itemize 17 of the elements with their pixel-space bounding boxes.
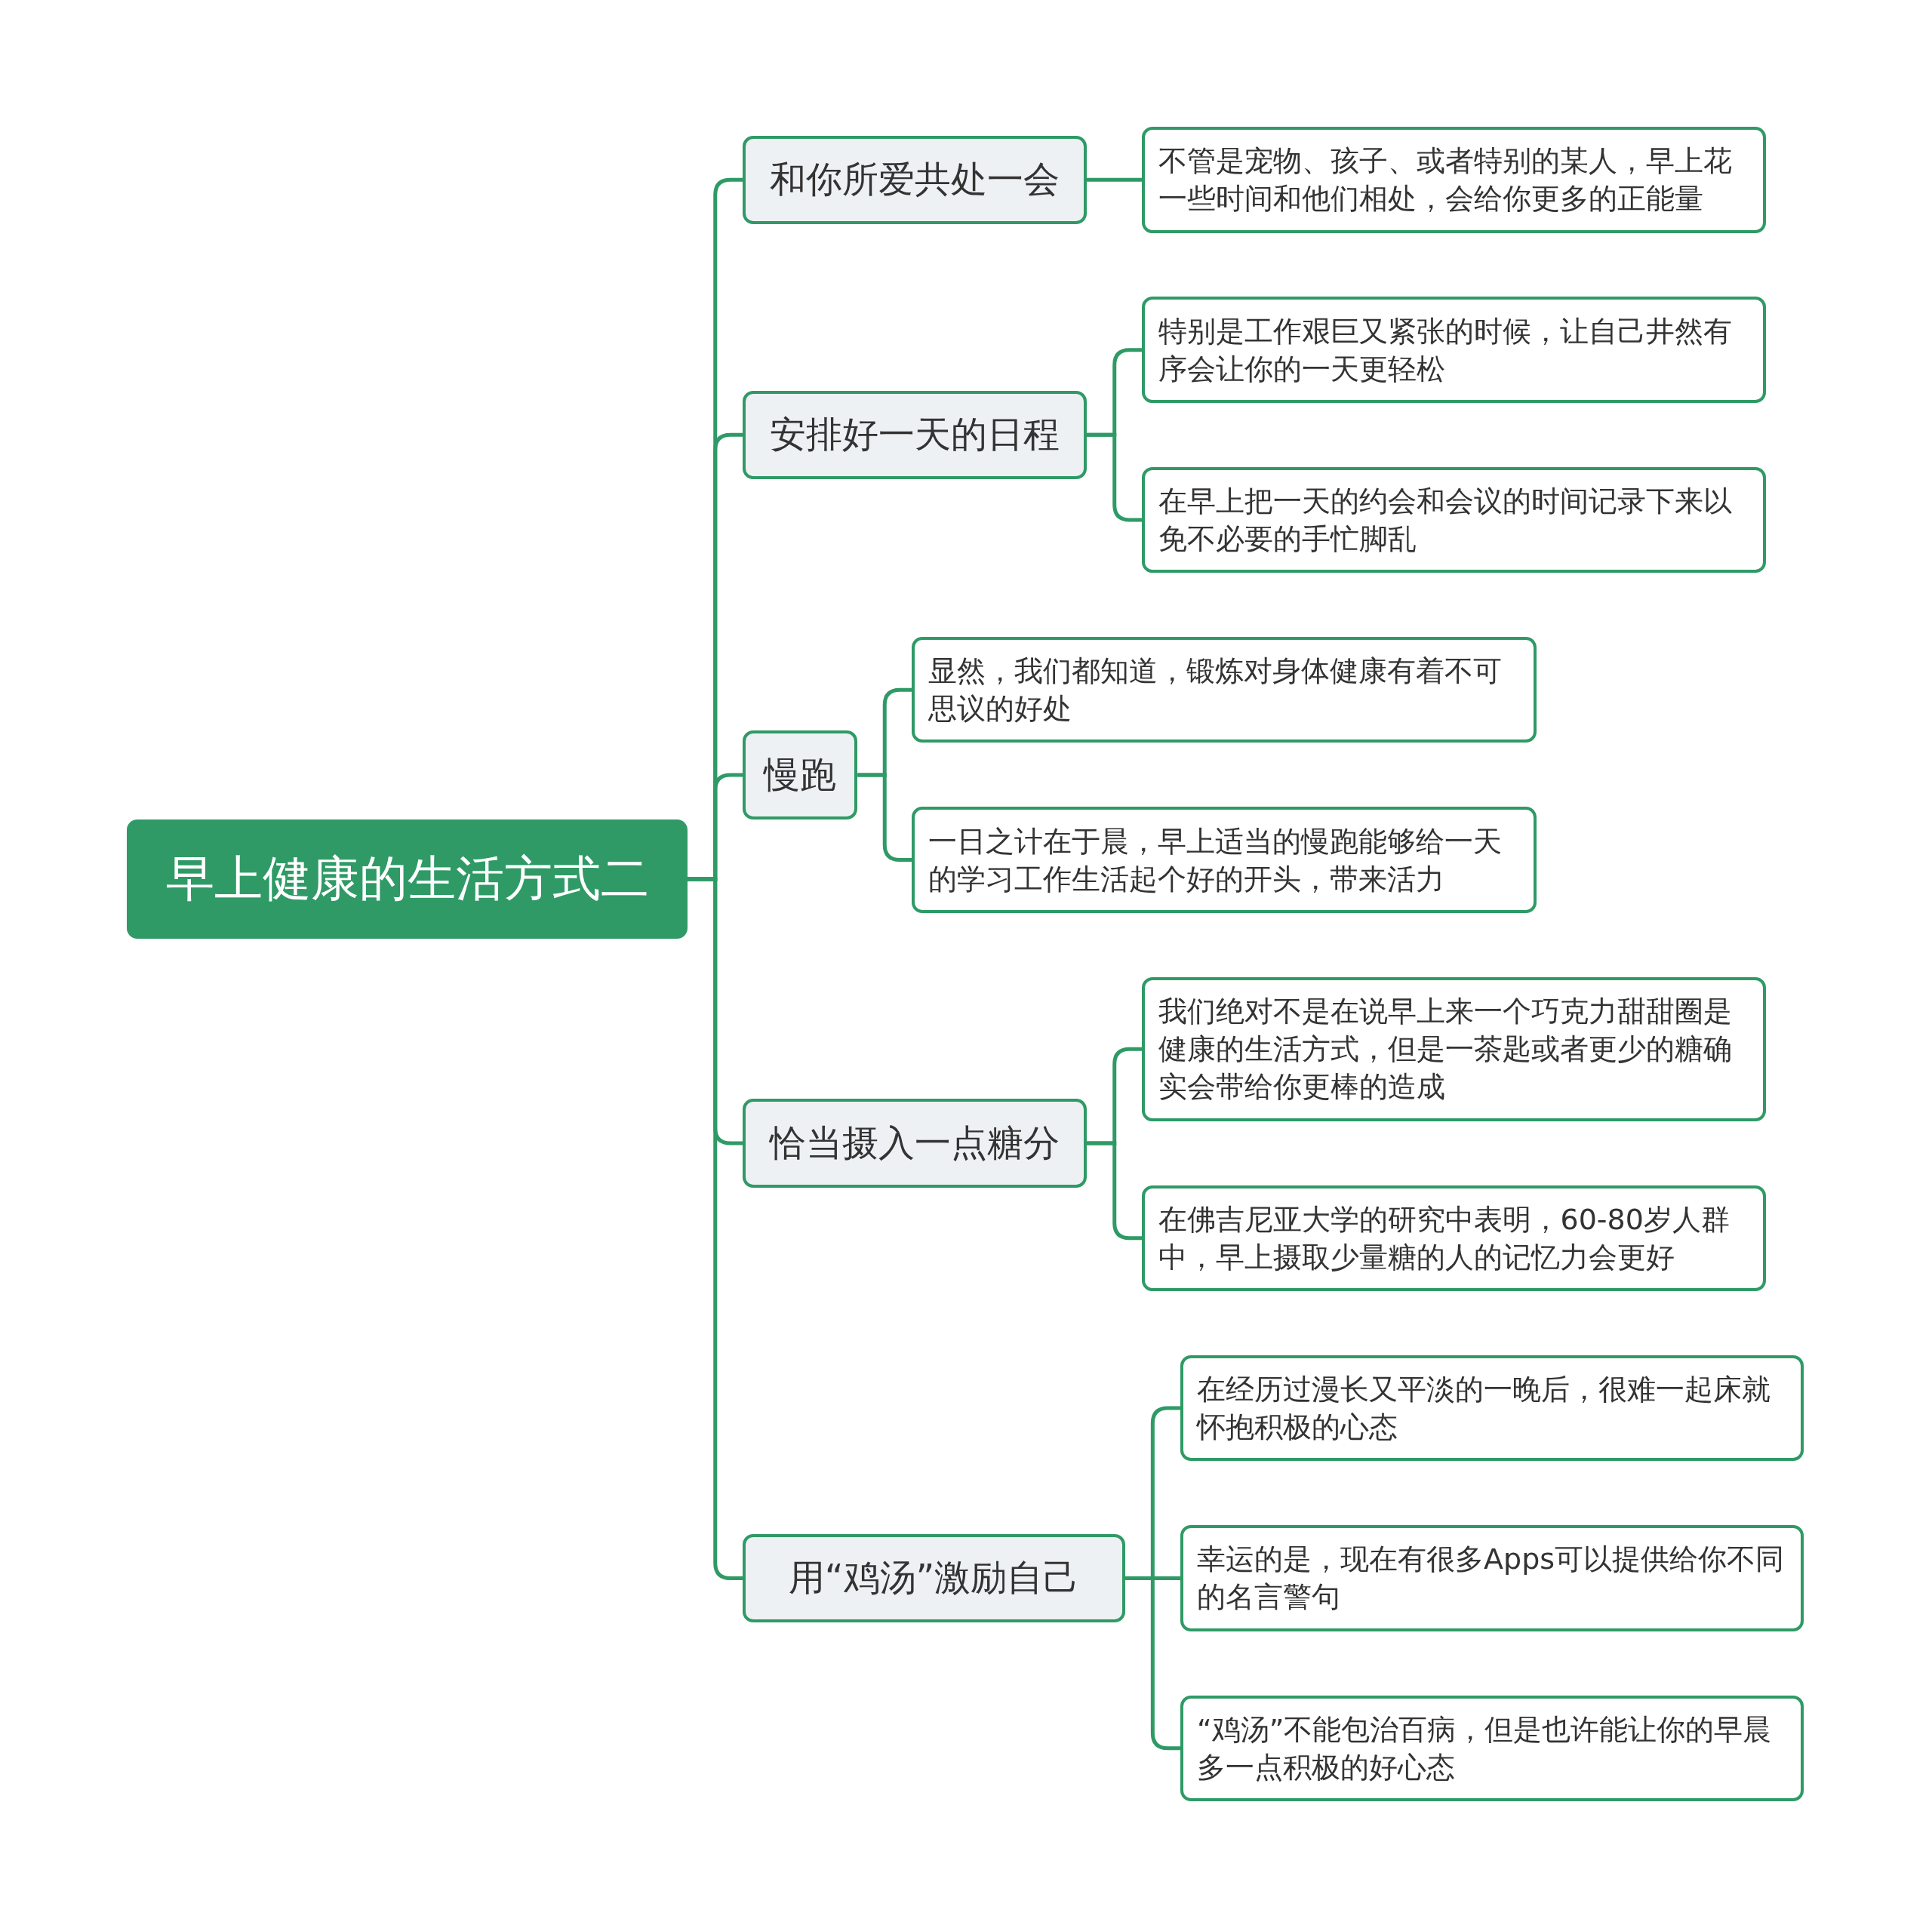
note-box: “鸡汤”不能包治百病，但是也许能让你的早晨多一点积极的好心态 [1180,1695,1804,1801]
topic-box: 和你所爱共处一会 [743,135,1087,225]
note-box: 在经历过漫长又平淡的一晚后，很难一起床就怀抱积极的心态 [1180,1355,1804,1462]
note-box: 在佛吉尼亚大学的研究中表明，60-80岁人群中，早上摄取少量糖的人的记忆力会更好 [1142,1185,1766,1291]
note-box: 不管是宠物、孩子、或者特别的某人，早上花一些时间和他们相处，会给你更多的正能量 [1142,127,1766,233]
topic-box: 慢跑 [743,730,858,819]
connector-line [1087,177,1143,182]
note-box: 幸运的是，现在有很多Apps可以提供给你不同的名言警句 [1180,1525,1804,1631]
central-topic-box: 早上健康的生活方式二 [127,819,688,939]
note-box: 特别是工作艰巨又紧张的时候，让自己井然有序会让你的一天更轻松 [1142,297,1766,403]
note-box: 我们绝对不是在说早上来一个巧克力甜甜圈是健康的生活方式，但是一茶匙或者更少的糖确实会带给你更棒的造成 [1142,976,1766,1121]
note-box: 显然，我们都知道，锻炼对身体健康有着不可思议的好处 [912,637,1537,743]
topic-box: 安排好一天的日程 [743,390,1087,480]
topic-box: 恰当摄入一点糖分 [743,1099,1087,1188]
topic-box: 用“鸡汤”激励自己 [743,1533,1125,1623]
note-box: 一日之计在于晨，早上适当的慢跑能够给一天的学习工作生活起个好的开头，带来活力 [912,807,1537,913]
note-box: 在早上把一天的约会和会议的时间记录下来以免不必要的手忙脚乱 [1142,466,1766,573]
